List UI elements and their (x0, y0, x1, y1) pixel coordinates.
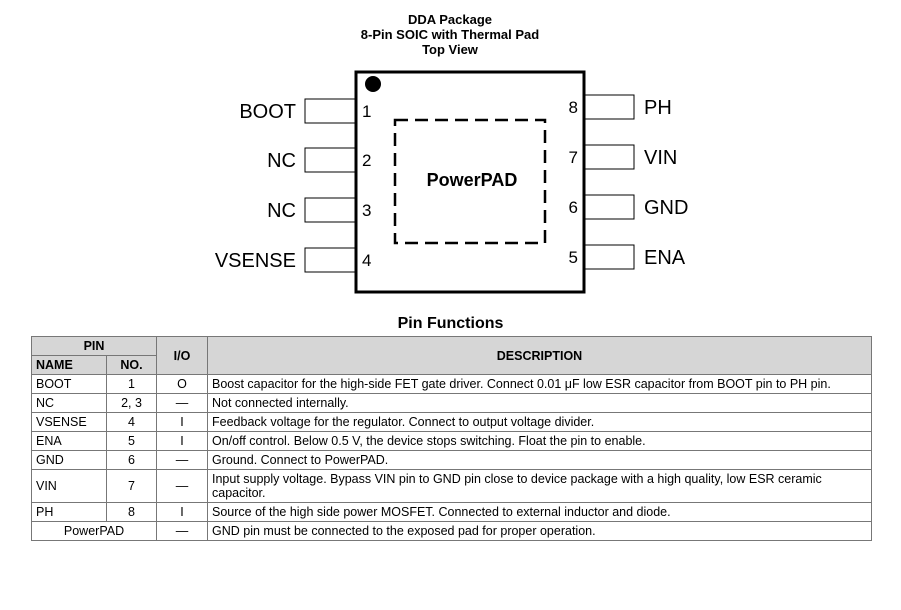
pin-description-cell: Source of the high side power MOSFET. Co… (207, 502, 872, 522)
pin-name-cell: VSENSE (31, 412, 107, 432)
pin-io-cell: I (156, 502, 208, 522)
pin-name-cell: ENA (31, 431, 107, 451)
pin-io-cell: — (156, 469, 208, 503)
pin-number-cell: 6 (106, 450, 157, 470)
pin-number-cell: 2, 3 (106, 393, 157, 413)
pin-name-cell: GND (31, 450, 107, 470)
pin-lead-right (584, 244, 635, 270)
header-description: DESCRIPTION (207, 336, 872, 375)
pin-lead-left (304, 147, 356, 173)
pin-number: 7 (569, 148, 578, 167)
header-name: NAME (31, 355, 107, 375)
pin-number: 6 (569, 198, 578, 217)
pin-description-cell: Ground. Connect to PowerPAD. (207, 450, 872, 470)
pin-number-cell: 1 (106, 374, 157, 394)
pin-name: VIN (644, 147, 677, 169)
pin-name-cell: BOOT (31, 374, 107, 394)
table-row-powerpad: PowerPAD—GND pin must be connected to th… (31, 521, 872, 541)
pin1-marker (365, 76, 381, 92)
header-io: I/O (156, 336, 208, 375)
package-diagram: DDA Package 8-Pin SOIC with Thermal Pad … (215, 12, 688, 294)
pin-name-cell: PH (31, 502, 107, 522)
pin-lead-right (584, 194, 635, 220)
caption-line-1: DDA Package (408, 12, 492, 27)
pin-name: VSENSE (215, 250, 296, 272)
pin-name: PH (644, 97, 672, 119)
pin-lead-left (304, 247, 356, 273)
pin-io-cell: — (156, 521, 208, 541)
pin-lead-right (584, 144, 635, 170)
pin-number: 3 (362, 201, 371, 220)
pin-name: ENA (644, 247, 686, 269)
pin-io-cell: — (156, 393, 208, 413)
pin-io-cell: I (156, 412, 208, 432)
pin-number: 4 (362, 251, 371, 270)
header-no: NO. (106, 355, 157, 375)
pin-io-cell: — (156, 450, 208, 470)
pin-description-cell: On/off control. Below 0.5 V, the device … (207, 431, 872, 451)
pin-name: GND (644, 197, 688, 219)
pin-description-cell: Feedback voltage for the regulator. Conn… (207, 412, 872, 432)
header-pin: PIN (31, 336, 157, 356)
pin-lead-left (304, 197, 356, 223)
thermal-pad-outline (393, 118, 547, 245)
pin-description-cell: GND pin must be connected to the exposed… (207, 521, 872, 541)
table-title: Pin Functions (397, 315, 504, 332)
pin-number: 1 (362, 102, 371, 121)
pin-number-cell: 7 (106, 469, 157, 503)
pin-name-cell: VIN (31, 469, 107, 503)
caption-line-2: 8-Pin SOIC with Thermal Pad (361, 27, 539, 42)
pin-lead-left (304, 98, 356, 124)
right-pins: 8 PH 7 VIN 6 GND 5 ENA (569, 94, 688, 270)
pin-number: 5 (569, 248, 578, 267)
pin-description-cell: Boost capacitor for the high-side FET ga… (207, 374, 872, 394)
pin-name: NC (267, 200, 296, 222)
pin-name-cell: PowerPAD (31, 521, 157, 541)
thermal-pad-label: PowerPAD (427, 170, 518, 190)
pin-name: BOOT (239, 101, 296, 123)
pin-name: NC (267, 150, 296, 172)
pin-description-cell: Not connected internally. (207, 393, 872, 413)
pin-name-cell: NC (31, 393, 107, 413)
pin-lead-right (584, 94, 635, 120)
pin-number: 8 (569, 98, 578, 117)
pin-number-cell: 8 (106, 502, 157, 522)
pin-description-cell: Input supply voltage. Bypass VIN pin to … (207, 469, 872, 503)
pin-number-cell: 5 (106, 431, 157, 451)
pin-io-cell: O (156, 374, 208, 394)
pin-number: 2 (362, 151, 371, 170)
pin-io-cell: I (156, 431, 208, 451)
pin-number-cell: 4 (106, 412, 157, 432)
caption-line-3: Top View (422, 42, 479, 57)
